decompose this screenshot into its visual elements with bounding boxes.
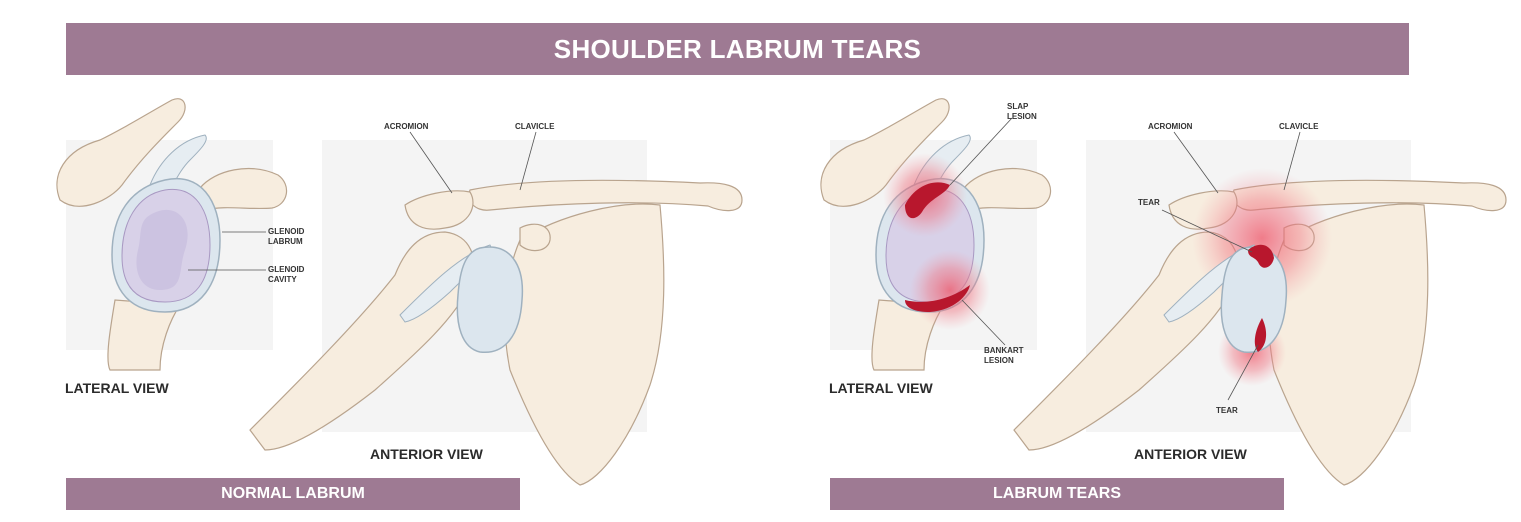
inferior-tear xyxy=(1254,318,1267,352)
tear-lateral-view xyxy=(820,98,1052,371)
acromion-bone xyxy=(404,190,474,230)
slap-tear xyxy=(905,182,950,219)
leader-line xyxy=(1283,131,1301,191)
label-line: SLAP xyxy=(1007,102,1029,111)
leader-line xyxy=(949,117,1013,186)
labrum-tears-caption: LABRUM TEARS xyxy=(830,478,1284,510)
glenoid-cavity-label: GLENOID CAVITY xyxy=(268,265,304,285)
normal-anterior-view xyxy=(249,131,743,486)
superior-tear xyxy=(1248,244,1274,268)
leader-line xyxy=(1227,344,1259,401)
glenoid-labrum xyxy=(456,246,524,353)
slap-lesion-label: SLAP LESION xyxy=(1007,102,1037,122)
label-line: LESION xyxy=(1007,112,1037,121)
acromion-process xyxy=(820,98,950,207)
label-line: GLENOID xyxy=(268,227,305,236)
scapula xyxy=(504,203,665,486)
leader-line xyxy=(1173,131,1219,194)
lateral-view-heading: LATERAL VIEW xyxy=(65,380,169,396)
bankart-lesion-label: BANKART LESION xyxy=(984,346,1024,366)
anterior-view-heading: ANTERIOR VIEW xyxy=(1134,446,1247,462)
normal-labrum-caption: NORMAL LABRUM xyxy=(66,478,520,510)
leader-line xyxy=(409,131,453,194)
label-line: LESION xyxy=(984,356,1014,365)
label-line: BANKART xyxy=(984,346,1024,355)
leader-line xyxy=(1161,209,1253,253)
page-title: SHOULDER LABRUM TEARS xyxy=(66,23,1409,75)
leader-line xyxy=(961,299,1006,346)
coracoid-process xyxy=(963,168,1052,211)
glenoid-labrum-label: GLENOID LABRUM xyxy=(268,227,304,247)
acromion-label: ACROMION xyxy=(1148,122,1193,131)
acromion-process xyxy=(56,98,186,207)
clavicle-label: CLAVICLE xyxy=(1279,122,1319,131)
label-line: CAVITY xyxy=(268,275,297,284)
scapula-neck xyxy=(107,299,182,371)
cavity-shading xyxy=(136,209,188,290)
acromion-label: ACROMION xyxy=(384,122,429,131)
anterior-view-heading: ANTERIOR VIEW xyxy=(370,446,483,462)
coracoid-bone xyxy=(519,223,551,252)
glenoid-labrum xyxy=(1220,246,1288,353)
bankart-inflammation xyxy=(910,250,990,330)
tear-label-lower: TEAR xyxy=(1216,406,1238,415)
leader-line xyxy=(519,131,537,191)
tear-anterior-view xyxy=(1013,131,1507,486)
bankart-tear xyxy=(905,285,970,312)
clavicle-label: CLAVICLE xyxy=(515,122,555,131)
label-line: LABRUM xyxy=(268,237,303,246)
clavicle-bone xyxy=(468,179,743,212)
label-line: GLENOID xyxy=(268,265,305,274)
lateral-view-heading: LATERAL VIEW xyxy=(829,380,933,396)
tear-label-upper: TEAR xyxy=(1138,198,1160,207)
normal-lateral-view xyxy=(56,98,288,371)
coracoid-process xyxy=(199,168,288,211)
